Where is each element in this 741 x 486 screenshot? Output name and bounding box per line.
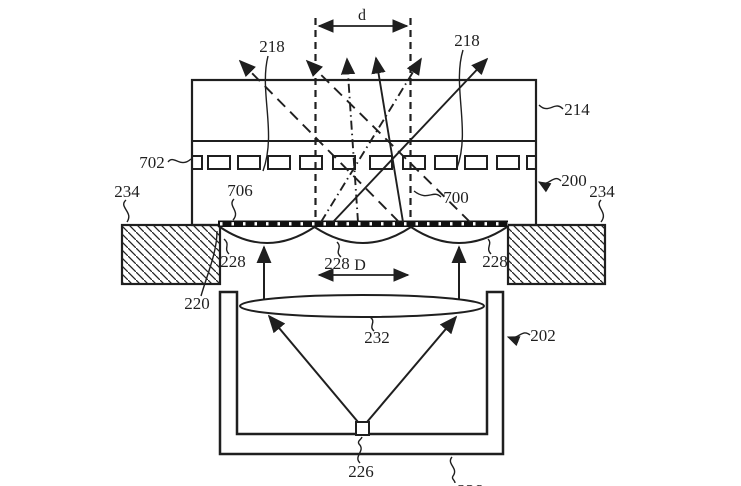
aperture-slot — [192, 156, 202, 169]
label-226: 226 — [348, 462, 374, 481]
emitter-226 — [356, 422, 369, 435]
aperture-slot — [435, 156, 457, 169]
label-200: 200 — [561, 171, 587, 190]
emitter-cone-rays — [269, 316, 456, 422]
block-234-right — [508, 225, 605, 284]
emitter-ray-left — [269, 316, 358, 422]
aperture-slot — [527, 156, 536, 169]
microlens-228-mid — [315, 227, 412, 243]
label-214: 214 — [564, 100, 590, 119]
leader-236 — [450, 457, 455, 483]
leader-700 — [414, 191, 441, 197]
aperture-layer-702 — [192, 156, 536, 169]
aperture-slot — [208, 156, 230, 169]
aperture-slot — [497, 156, 519, 169]
microlens-228-right — [411, 227, 507, 243]
leader-218-right — [457, 50, 463, 168]
microlens-array — [220, 227, 507, 243]
microlens-228-left — [220, 227, 315, 243]
aperture-slot — [238, 156, 260, 169]
aperture-slot — [300, 156, 322, 169]
label-706: 706 — [227, 181, 253, 200]
label-700: 700 — [443, 188, 469, 207]
label-228-left: 228 — [220, 252, 246, 271]
label-702: 702 — [139, 153, 165, 172]
label-218-left: 218 — [259, 37, 285, 56]
label-234-right: 234 — [589, 182, 615, 201]
leader-218-left — [263, 56, 269, 171]
label-236: 236 — [457, 481, 483, 486]
lens-232 — [240, 295, 484, 317]
leader-202 — [508, 333, 530, 338]
strip-bar — [218, 221, 508, 228]
label-dim-d: d — [358, 7, 366, 24]
leader-200 — [539, 179, 561, 184]
label-228-right: 228 — [482, 252, 508, 271]
leader-214 — [539, 105, 563, 109]
leader-234-left — [124, 200, 129, 222]
aperture-slot — [465, 156, 487, 169]
label-220: 220 — [184, 294, 210, 313]
leader-706 — [232, 199, 236, 220]
label-202: 202 — [530, 326, 556, 345]
label-dim-D: D — [354, 257, 366, 274]
sensor-strip-706 — [218, 221, 508, 228]
label-234-left: 234 — [114, 182, 140, 201]
leader-234-right — [599, 200, 603, 222]
aperture-slot — [268, 156, 290, 169]
label-228-mid: 228 — [324, 254, 350, 273]
label-218-right: 218 — [454, 31, 480, 50]
block-234-left — [122, 225, 220, 284]
leader-702 — [168, 159, 191, 163]
label-232: 232 — [364, 328, 390, 347]
